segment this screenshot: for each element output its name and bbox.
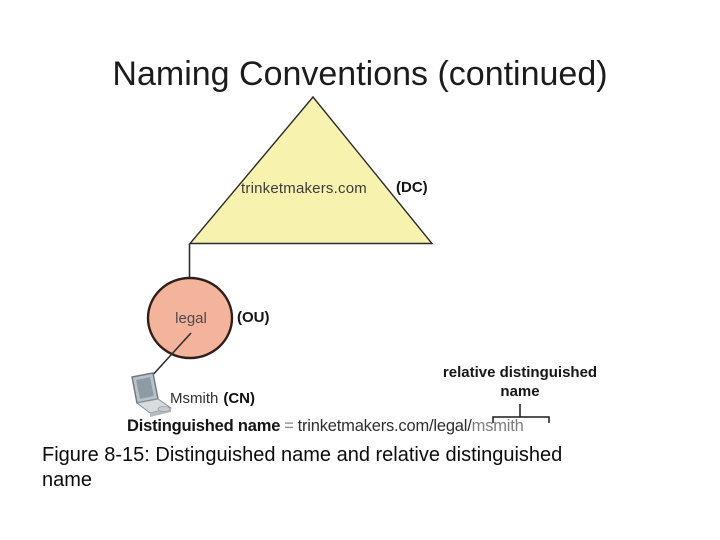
domain-type-label: (DC): [396, 179, 428, 196]
distinguished-name-label: Distinguished name: [127, 417, 281, 435]
domain-label: trinketmakers.com: [241, 180, 367, 197]
page-title: Naming Conventions (continued): [112, 55, 608, 93]
relative-distinguished-name-annotation: relative distinguished name: [442, 364, 598, 400]
distinguished-name-line: Distinguished name=trinketmakers.com/leg…: [127, 417, 524, 436]
cn-type-label: (CN): [223, 390, 255, 407]
ou-circle: [146, 276, 234, 360]
equals-sign: =: [284, 417, 294, 435]
relative-distinguished-name-value: msmith: [471, 417, 524, 435]
domain-triangle: [188, 95, 434, 245]
ou-type-label: (OU): [237, 309, 270, 326]
ou-to-cn-connector-line: [149, 332, 192, 379]
laptop-computer-icon: [131, 372, 173, 417]
ou-label: legal: [175, 310, 207, 327]
cn-label: Msmith(CN): [170, 390, 255, 407]
cn-name: Msmith: [170, 390, 219, 407]
distinguished-name-path: trinketmakers.com/legal/: [297, 417, 472, 435]
rdn-bracket: [492, 404, 550, 423]
figure-caption: Figure 8-15: Distinguished name and rela…: [42, 444, 563, 491]
